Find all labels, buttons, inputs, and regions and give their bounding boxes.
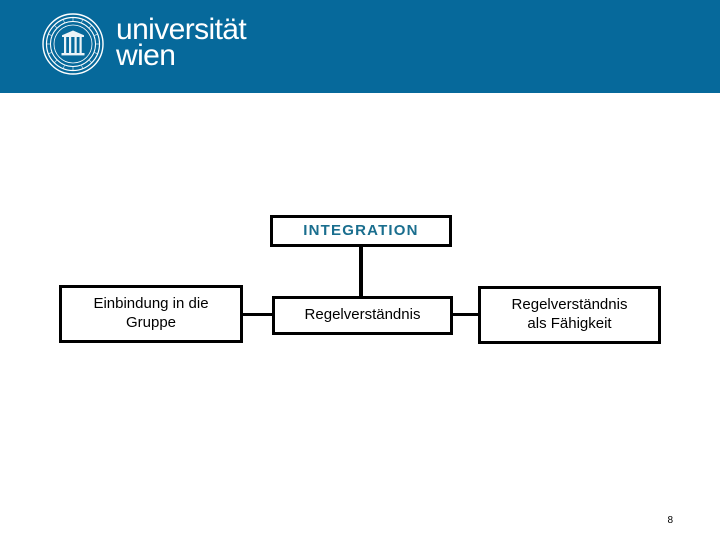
diagram-node-regelverstaendnis-als-faehigkeit: Regelverständnis als Fähigkeit [478, 286, 661, 344]
connector-integration-to-regelverstaendnis [359, 244, 363, 299]
wordmark-line-universitaet: universität [116, 12, 247, 46]
diagram-node-regelverstaendnis: Regelverständnis [272, 296, 453, 335]
diagram-node-faehigkeit-line-1: Regelverständnis [511, 296, 628, 314]
diagram-node-einbindung-line-2: Gruppe [125, 314, 177, 331]
diagram-node-integration-label: INTEGRATION [303, 221, 419, 239]
diagram-node-einbindung-line-1: Einbindung in die [93, 295, 209, 313]
page-number: 8 [667, 515, 673, 526]
university-wordmark: universität wien [116, 12, 247, 72]
wordmark-line-wien: wien [116, 39, 176, 72]
diagram-node-faehigkeit-line-2: als Fähigkeit [527, 315, 612, 332]
flow-diagram: INTEGRATION Einbindung in die Gruppe Reg… [0, 93, 720, 540]
header-band: universität wien [0, 0, 720, 93]
university-seal-icon [42, 13, 104, 75]
connector-regelverstaendnis-to-faehigkeit [450, 313, 481, 316]
brand-lockup: universität wien [42, 12, 247, 75]
diagram-node-regelverstaendnis-label: Regelverständnis [304, 306, 421, 324]
diagram-node-integration: INTEGRATION [270, 215, 452, 247]
connector-einbindung-to-regelverstaendnis [240, 313, 275, 316]
diagram-node-einbindung: Einbindung in die Gruppe [59, 285, 243, 343]
diagram-node-einbindung-label: Einbindung in die Gruppe [93, 295, 208, 333]
diagram-node-faehigkeit-label: Regelverständnis als Fähigkeit [512, 296, 628, 334]
